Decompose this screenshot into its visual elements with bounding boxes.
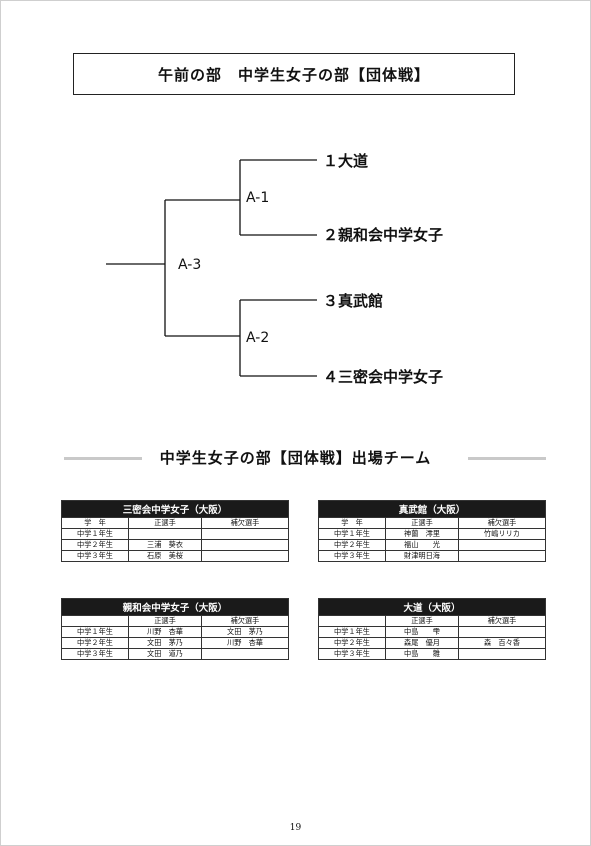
team-label-3: ３真武館: [323, 292, 383, 310]
team-label-1: １大道: [323, 152, 368, 170]
page-title-text: 午前の部 中学生女子の部【団体戦】: [157, 65, 430, 84]
team-table-1: 真武館（大阪） 学 年 正選手 補欠選手 中学１年生 神薗 澪里 竹嶋リリカ 中…: [318, 500, 546, 562]
page-number: 19: [289, 823, 302, 833]
regular-cell: 神薗 澪里: [385, 528, 459, 540]
team-table-0: 三密会中学女子（大阪） 学 年 正選手 補欠選手 中学１年生 中学２年生 三浦 …: [61, 500, 289, 562]
regular-cell: 中島 雫: [385, 626, 459, 638]
table-row: 中学３年生 財津明日海: [318, 550, 546, 562]
grade-cell: 中学３年生: [318, 648, 386, 660]
grade-cell: 中学１年生: [61, 528, 129, 540]
table-row: 中学３年生 文田 道乃: [61, 648, 289, 660]
regular-cell: 石原 美桜: [128, 550, 202, 562]
col-header-substitute: 補欠選手: [201, 615, 289, 627]
regular-cell: 文田 茅乃: [128, 637, 202, 649]
regular-cell: 福山 光: [385, 539, 459, 551]
col-header-grade: 学 年: [318, 517, 386, 529]
regular-cell: [128, 528, 202, 540]
substitute-cell: [458, 550, 546, 562]
table-row: 中学１年生 川野 杏華 文田 茅乃: [61, 626, 289, 638]
substitute-cell: [458, 626, 546, 638]
col-header-substitute: 補欠選手: [201, 517, 289, 529]
heading-rule-right: [468, 457, 546, 460]
regular-cell: 森尾 優月: [385, 637, 459, 649]
col-header-regular: 正選手: [385, 615, 459, 627]
grade-cell: 中学１年生: [61, 626, 129, 638]
page-title: 午前の部 中学生女子の部【団体戦】: [73, 53, 515, 95]
grade-cell: 中学２年生: [318, 637, 386, 649]
match-label-final: A-3: [178, 257, 201, 273]
regular-cell: 中島 雛: [385, 648, 459, 660]
team-name: 親和会中学女子（大阪）: [61, 598, 289, 616]
substitute-cell: [458, 539, 546, 551]
table-row: 中学２年生 福山 光: [318, 539, 546, 551]
team-name: 大道（大阪）: [318, 598, 546, 616]
substitute-cell: 竹嶋リリカ: [458, 528, 546, 540]
section-heading-text: 中学生女子の部【団体戦】出場チーム: [159, 449, 432, 467]
substitute-cell: [201, 648, 289, 660]
grade-cell: 中学１年生: [318, 528, 386, 540]
col-header-substitute: 補欠選手: [458, 615, 546, 627]
col-header-regular: 正選手: [128, 517, 202, 529]
table-row: 中学２年生 森尾 優月 森 百々香: [318, 637, 546, 649]
substitute-cell: [201, 550, 289, 562]
section-heading: 中学生女子の部【団体戦】出場チーム: [0, 445, 591, 469]
grade-cell: 中学３年生: [61, 550, 129, 562]
col-header-regular: 正選手: [385, 517, 459, 529]
grade-cell: 中学２年生: [61, 637, 129, 649]
col-header-regular: 正選手: [128, 615, 202, 627]
team-table-3: 大道（大阪） 正選手 補欠選手 中学１年生 中島 雫 中学２年生 森尾 優月 森…: [318, 598, 546, 660]
match-label-a2: A-2: [246, 330, 269, 346]
table-row: 中学３年生 中島 雛: [318, 648, 546, 660]
table-row: 中学２年生 文田 茅乃 川野 杏華: [61, 637, 289, 649]
grade-cell: 中学１年生: [318, 626, 386, 638]
team-label-2: ２親和会中学女子: [323, 226, 443, 244]
team-name: 三密会中学女子（大阪）: [61, 500, 289, 518]
substitute-cell: 森 百々香: [458, 637, 546, 649]
team-label-4: ４三密会中学女子: [323, 368, 443, 386]
grade-cell: 中学３年生: [318, 550, 386, 562]
col-header-grade: 学 年: [61, 517, 129, 529]
grade-cell: 中学２年生: [318, 539, 386, 551]
grade-cell: 中学２年生: [61, 539, 129, 551]
team-name: 真武館（大阪）: [318, 500, 546, 518]
col-header-substitute: 補欠選手: [458, 517, 546, 529]
substitute-cell: [201, 539, 289, 551]
match-label-a1: A-1: [246, 190, 269, 206]
regular-cell: 財津明日海: [385, 550, 459, 562]
regular-cell: 文田 道乃: [128, 648, 202, 660]
table-row: 中学２年生 三浦 葵衣: [61, 539, 289, 551]
substitute-cell: 文田 茅乃: [201, 626, 289, 638]
substitute-cell: [201, 528, 289, 540]
table-row: 中学１年生 中島 雫: [318, 626, 546, 638]
regular-cell: 川野 杏華: [128, 626, 202, 638]
tournament-bracket: A-3 A-1 A-2 １大道 ２親和会中学女子 ３真武館 ４三密会中学女子: [106, 152, 443, 386]
substitute-cell: [458, 648, 546, 660]
grade-cell: 中学３年生: [61, 648, 129, 660]
regular-cell: 三浦 葵衣: [128, 539, 202, 551]
col-header-grade-blank: [61, 615, 129, 627]
table-row: 中学３年生 石原 美桜: [61, 550, 289, 562]
substitute-cell: 川野 杏華: [201, 637, 289, 649]
team-table-2: 親和会中学女子（大阪） 正選手 補欠選手 中学１年生 川野 杏華 文田 茅乃 中…: [61, 598, 289, 660]
col-header-grade-blank: [318, 615, 386, 627]
table-row: 中学１年生: [61, 528, 289, 540]
table-row: 中学１年生 神薗 澪里 竹嶋リリカ: [318, 528, 546, 540]
heading-rule-left: [64, 457, 142, 460]
